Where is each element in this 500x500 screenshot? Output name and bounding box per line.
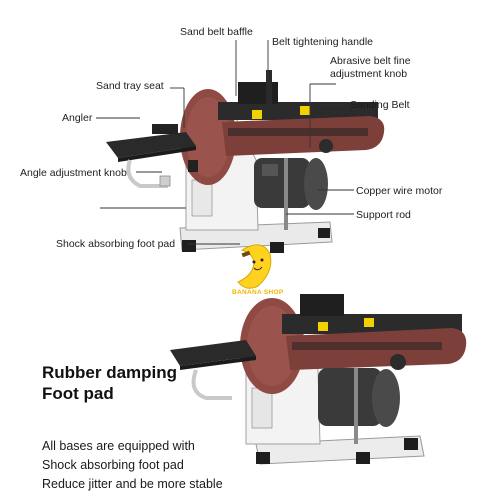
foot-pad-center — [270, 242, 284, 253]
label-sand-belt-baffle: Sand belt baffle — [180, 26, 253, 38]
support-rod-bottom — [354, 368, 358, 444]
tray-edge-bottom — [180, 356, 256, 370]
angle-adjustment-knob-part — [159, 175, 171, 187]
label-copper-wire-motor: Copper wire motor — [356, 185, 443, 197]
feature-desc-line1: All bases are equipped with — [42, 439, 195, 453]
foot-pad-bottom-right — [404, 438, 418, 450]
label-sand-tray-seat: Sand tray seat — [96, 80, 164, 92]
label-angler: Angler — [62, 112, 93, 124]
tray-bottom — [170, 340, 256, 366]
tray-support-bracket — [126, 159, 168, 188]
power-switch — [188, 160, 198, 172]
feature-title-line1: Rubber damping — [42, 363, 178, 382]
warning-label-bottom-1 — [318, 322, 328, 331]
feature-title-line2: Foot pad — [42, 384, 114, 403]
support-rod-part — [284, 158, 288, 230]
foot-pad-left — [182, 240, 196, 252]
label-angle-adjustment-knob: Angle adjustment knob — [20, 167, 127, 179]
feature-desc-line3: Reduce jitter and be more stable — [42, 477, 223, 491]
label-sanding-belt: Sanding Belt — [350, 99, 410, 111]
foot-pad-bottom-left — [256, 452, 270, 464]
tray-bracket-bottom — [191, 369, 232, 400]
banana-mascot-icon — [237, 244, 272, 289]
foot-pad-bottom-center — [356, 452, 370, 464]
warning-label-1 — [252, 110, 262, 119]
foot-pad-right — [318, 228, 330, 238]
body-label-plate — [191, 179, 213, 217]
label-belt-tightening-handle: Belt tightening handle — [272, 36, 373, 48]
label-shock-absorbing-foot-pad: Shock absorbing foot pad — [56, 238, 176, 250]
sander-illustration-bottom — [170, 294, 467, 465]
label-abrasive-knob-line2: adjustment knob — [330, 68, 408, 80]
baffle-bottom — [300, 294, 344, 316]
fine-adjustment-knob — [319, 139, 333, 153]
motor-end-cap-bottom — [372, 369, 400, 427]
leader-lines — [96, 40, 354, 245]
sand-tray-edge — [118, 146, 196, 162]
motor-end-cap — [304, 158, 328, 210]
body-label-plate-bottom — [251, 387, 273, 429]
belt-tightening-handle-part — [266, 70, 272, 110]
warning-label-2 — [300, 106, 310, 115]
angler-gauge — [152, 124, 178, 134]
belt-platen-bottom — [292, 342, 442, 350]
warning-label-bottom-2 — [364, 318, 374, 327]
fine-knob-bottom — [390, 354, 406, 370]
label-support-rod: Support rod — [356, 209, 411, 221]
feature-desc-line2: Shock absorbing foot pad — [42, 458, 184, 472]
label-abrasive-knob-line1: Abrasive belt fine — [330, 55, 411, 67]
sand-tray-table — [106, 132, 196, 158]
belt-platen — [228, 128, 368, 136]
watermark-banana-shop: BANANA SHOP — [232, 289, 284, 296]
motor-terminal-box — [262, 164, 278, 176]
motor-bottom — [318, 368, 382, 426]
